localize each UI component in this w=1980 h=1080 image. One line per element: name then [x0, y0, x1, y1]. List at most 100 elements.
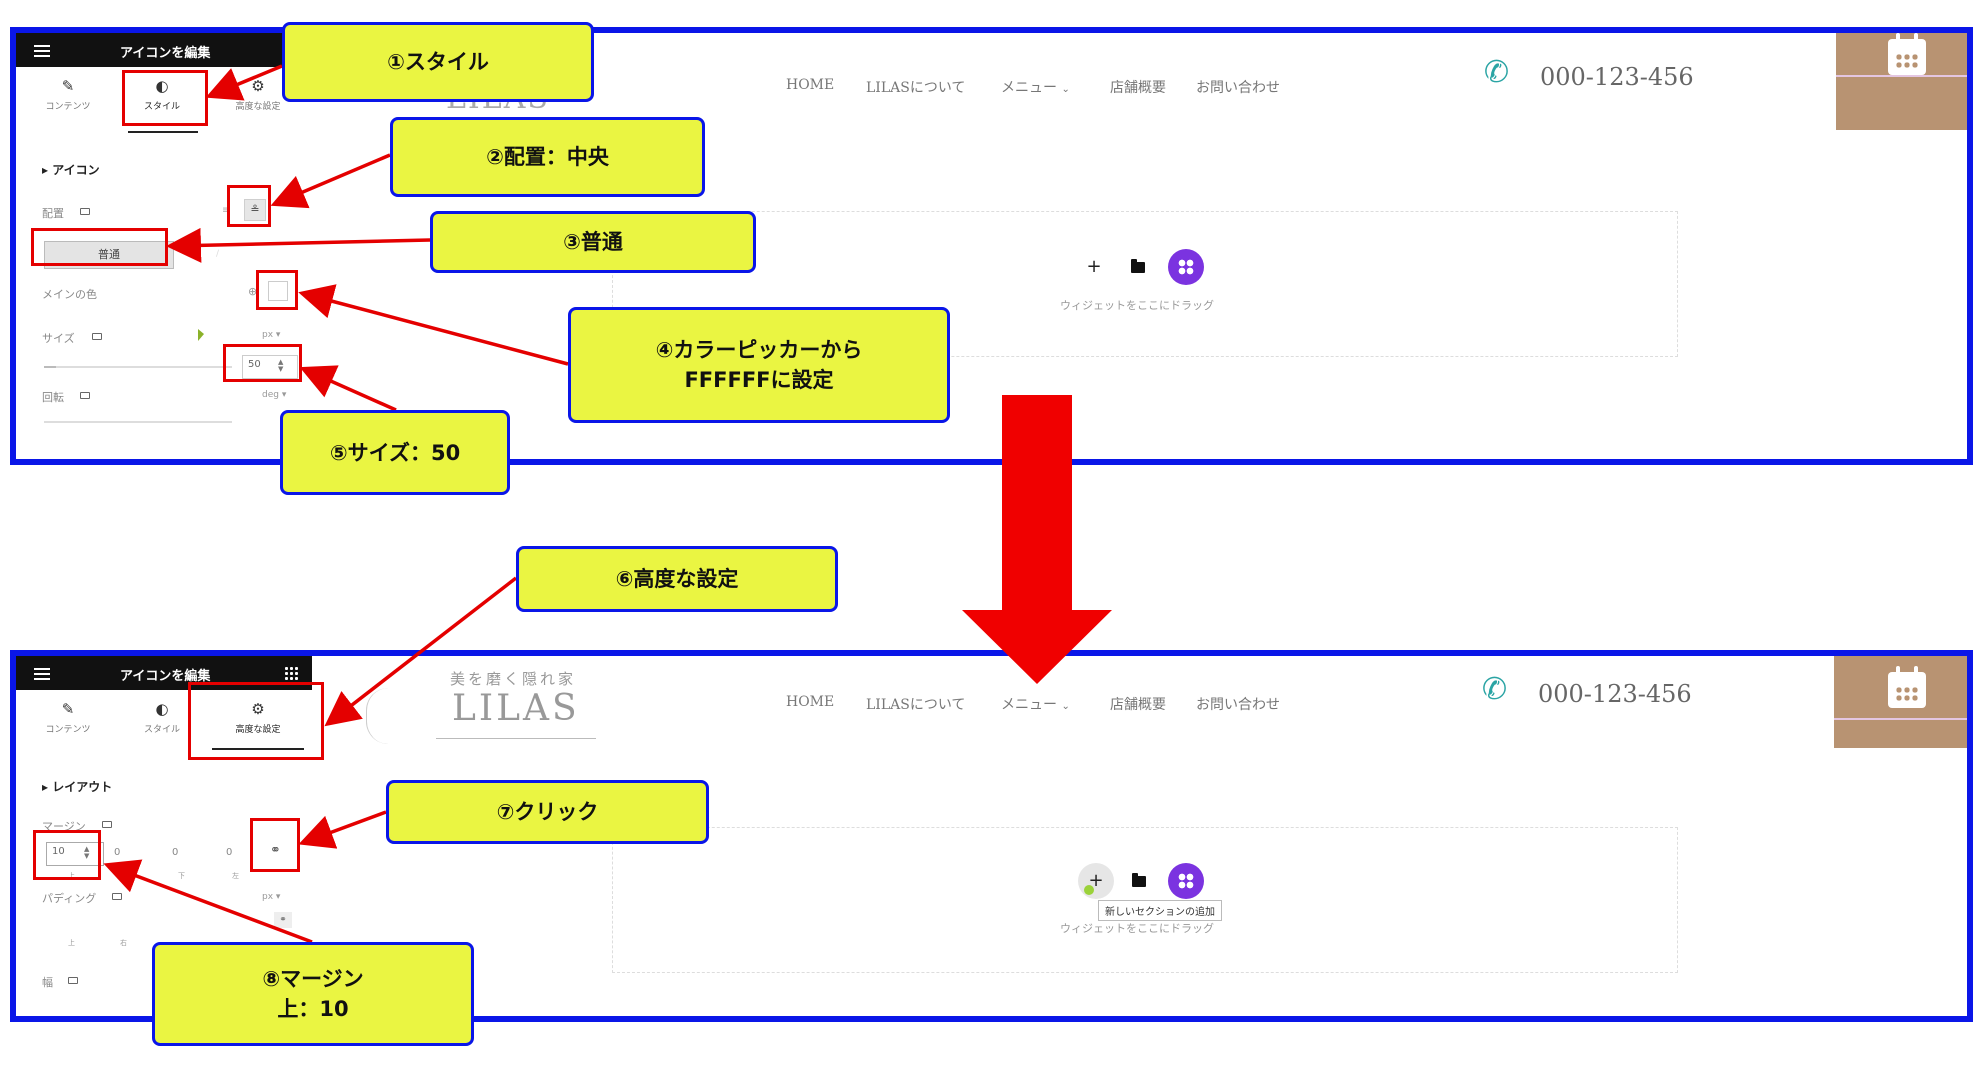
- arrow-6: [324, 576, 518, 727]
- tooltip: 新しいセクションの追加: [1098, 900, 1222, 921]
- link-values-icon[interactable]: ⚭: [274, 912, 292, 928]
- apps-grid-icon[interactable]: [284, 666, 298, 680]
- nav-shop-info[interactable]: 店舗概要: [1110, 80, 1166, 96]
- logo-underline: [436, 738, 596, 739]
- callout-3: ③普通: [430, 211, 756, 273]
- half-circle-icon: ◐: [155, 700, 169, 718]
- arrow-8: [103, 859, 313, 944]
- tab-advanced[interactable]: ⚙ 高度な設定: [212, 77, 304, 112]
- callout-8-line1: ⑧マージン: [262, 967, 364, 991]
- arrow-5: [299, 365, 397, 412]
- hamburger-menu-icon[interactable]: [34, 45, 50, 47]
- editor-panel: アイコンを編集 ✎ コンテンツ ◐ スタイル ⚙ 高度な設定 ▸ アイコン 配置…: [16, 33, 312, 459]
- callout-4: ④カラーピッカーから FFFFFFに設定: [568, 307, 950, 423]
- stepper-icon[interactable]: ▲▼: [278, 358, 284, 373]
- callout-5: ⑤サイズ：50: [280, 410, 510, 495]
- half-circle-icon: ◐: [155, 77, 169, 95]
- add-section-icon[interactable]: +: [1086, 256, 1102, 277]
- margin-top-input[interactable]: 10: [46, 842, 104, 866]
- drop-hint-text: ウィジェットをここにドラッグ: [1060, 922, 1214, 935]
- size-input[interactable]: 50: [242, 355, 298, 379]
- active-tab-indicator: [128, 131, 198, 133]
- arrow-7: [298, 810, 387, 849]
- empty-section-dropzone[interactable]: [612, 211, 1678, 357]
- gear-icon: ⚙: [251, 700, 265, 718]
- drop-hint-text: ウィジェットをここにドラッグ: [1060, 299, 1214, 312]
- pencil-icon: ✎: [61, 77, 75, 95]
- callout-6: ⑥高度な設定: [516, 546, 838, 612]
- padding-top-sublabel: 上: [68, 939, 75, 947]
- margin-left-input[interactable]: 0: [226, 847, 233, 858]
- arrow-2: [270, 153, 391, 209]
- section-heading[interactable]: ▸ レイアウト: [42, 780, 113, 794]
- padding-unit[interactable]: px ▾: [262, 892, 281, 902]
- monitor-icon: [92, 333, 102, 340]
- margin-left-sublabel: 左: [232, 872, 239, 880]
- color-picker-swatch[interactable]: [268, 281, 288, 301]
- link-values-icon[interactable]: ⚭: [270, 843, 281, 858]
- align-left-icon[interactable]: ≡: [222, 205, 231, 216]
- margin-bottom-input[interactable]: 0: [172, 847, 179, 858]
- divider: [1834, 718, 1967, 720]
- margin-right-input[interactable]: 0: [114, 847, 121, 858]
- margin-bottom-sublabel: 下: [178, 872, 185, 880]
- align-center-icon[interactable]: ≗: [244, 199, 266, 221]
- rotate-unit[interactable]: deg ▾: [262, 390, 287, 400]
- nav-home[interactable]: HOME: [786, 77, 835, 93]
- phone-icon: ✆: [1482, 672, 1508, 707]
- margin-top-sublabel: 上: [68, 872, 75, 880]
- divider: [1836, 75, 1967, 77]
- tab-style[interactable]: ◐ スタイル: [116, 77, 208, 112]
- nav-menu[interactable]: メニュー ⌄: [1001, 80, 1070, 96]
- site-logo[interactable]: LILAS: [452, 688, 580, 729]
- big-down-arrow: [962, 395, 1112, 684]
- rotate-slider-track[interactable]: [44, 421, 232, 423]
- monitor-icon: [102, 821, 112, 828]
- globe-icon[interactable]: ⊕: [248, 285, 258, 298]
- arrow-4: [298, 284, 569, 366]
- logo-leaf-icon: [366, 688, 422, 744]
- tab-advanced[interactable]: ⚙ 高度な設定: [212, 700, 304, 735]
- template-folder-icon[interactable]: [1131, 259, 1145, 273]
- active-tab-indicator: [212, 748, 304, 750]
- callout-2: ②配置：中央: [390, 117, 705, 197]
- nav-about[interactable]: LILASについて: [866, 80, 966, 96]
- stepper-icon[interactable]: ▲▼: [84, 845, 90, 860]
- tab-content[interactable]: ✎ コンテンツ: [22, 700, 114, 735]
- tab-content[interactable]: ✎ コンテンツ: [22, 77, 114, 112]
- highlight-color-swatch: [256, 270, 298, 310]
- template-folder-icon[interactable]: [1132, 873, 1146, 887]
- empty-section-dropzone[interactable]: [612, 827, 1678, 973]
- callout-4-line1: ④カラーピッカーから: [655, 338, 863, 362]
- nav-contact[interactable]: お問い合わせ: [1196, 697, 1280, 713]
- highlight-size-input: [223, 344, 302, 382]
- chevron-down-icon: ⌄: [1061, 701, 1070, 712]
- nav-shop-info[interactable]: 店舗概要: [1110, 697, 1166, 713]
- reservation-button[interactable]: [1834, 656, 1967, 748]
- nav-about[interactable]: LILASについて: [866, 697, 966, 713]
- hamburger-menu-icon[interactable]: [34, 668, 50, 670]
- callout-8-line2: 上：10: [277, 997, 349, 1021]
- add-widget-grid-icon[interactable]: [1168, 249, 1204, 285]
- callout-8: ⑧マージン 上：10: [152, 942, 474, 1046]
- phone-icon: ✆: [1484, 55, 1510, 90]
- monitor-icon: [112, 893, 122, 900]
- nav-menu[interactable]: メニュー ⌄: [1001, 697, 1070, 713]
- phone-number: 000-123-456: [1540, 63, 1694, 91]
- margin-label: マージン: [42, 820, 86, 833]
- calendar-icon: [1888, 33, 1926, 75]
- tab-label: 高度な設定: [235, 725, 281, 735]
- tab-style[interactable]: ◐ スタイル: [116, 700, 208, 735]
- nav-home[interactable]: HOME: [786, 694, 835, 710]
- mouse-cursor-icon: [1084, 885, 1094, 895]
- add-widget-grid-icon[interactable]: [1168, 863, 1204, 899]
- chevron-down-icon: ⌄: [1061, 84, 1070, 95]
- nav-contact[interactable]: お問い合わせ: [1196, 80, 1280, 96]
- monitor-icon: [80, 392, 90, 399]
- size-unit[interactable]: px ▾: [262, 330, 281, 340]
- reservation-button[interactable]: [1836, 33, 1967, 130]
- tab-label: コンテンツ: [45, 102, 91, 112]
- size-slider-track[interactable]: [44, 366, 232, 368]
- section-heading[interactable]: ▸ アイコン: [42, 163, 100, 177]
